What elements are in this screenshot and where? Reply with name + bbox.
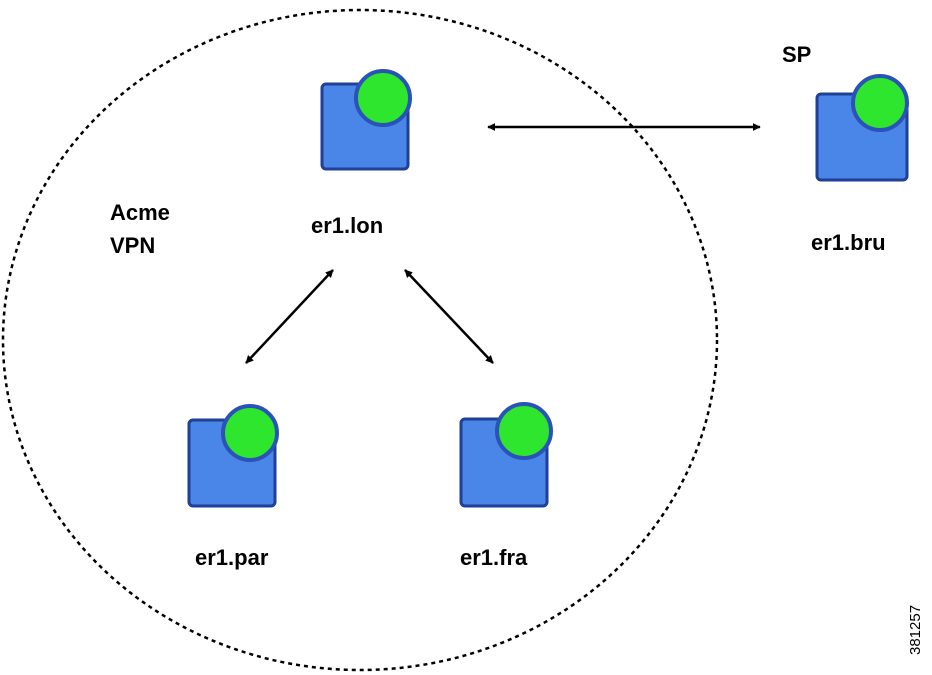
router-label-er1-par: er1.par: [195, 545, 269, 570]
vpn-boundary: [1, 8, 719, 672]
router-label-er1-fra: er1.fra: [460, 545, 528, 570]
router-er1-par[interactable]: [187, 404, 279, 508]
router-er1-lon[interactable]: [320, 69, 412, 171]
router-er1-fra[interactable]: [459, 402, 553, 508]
link-lon-fra: [404, 269, 494, 364]
sp-group-label: SP: [782, 42, 811, 67]
vpn-group-label-line2: VPN: [110, 233, 155, 258]
router-label-er1-lon: er1.lon: [311, 213, 383, 238]
router-er1-bru[interactable]: [815, 74, 909, 182]
figure-id: 381257: [907, 605, 924, 655]
link-lon-par: [245, 269, 334, 364]
status-indicator-icon: [495, 402, 553, 460]
status-indicator-icon: [354, 69, 412, 127]
status-indicator-icon: [851, 74, 909, 132]
router-label-er1-bru: er1.bru: [811, 230, 886, 255]
status-indicator-icon: [221, 404, 279, 462]
vpn-group-label-line1: Acme: [110, 200, 170, 225]
